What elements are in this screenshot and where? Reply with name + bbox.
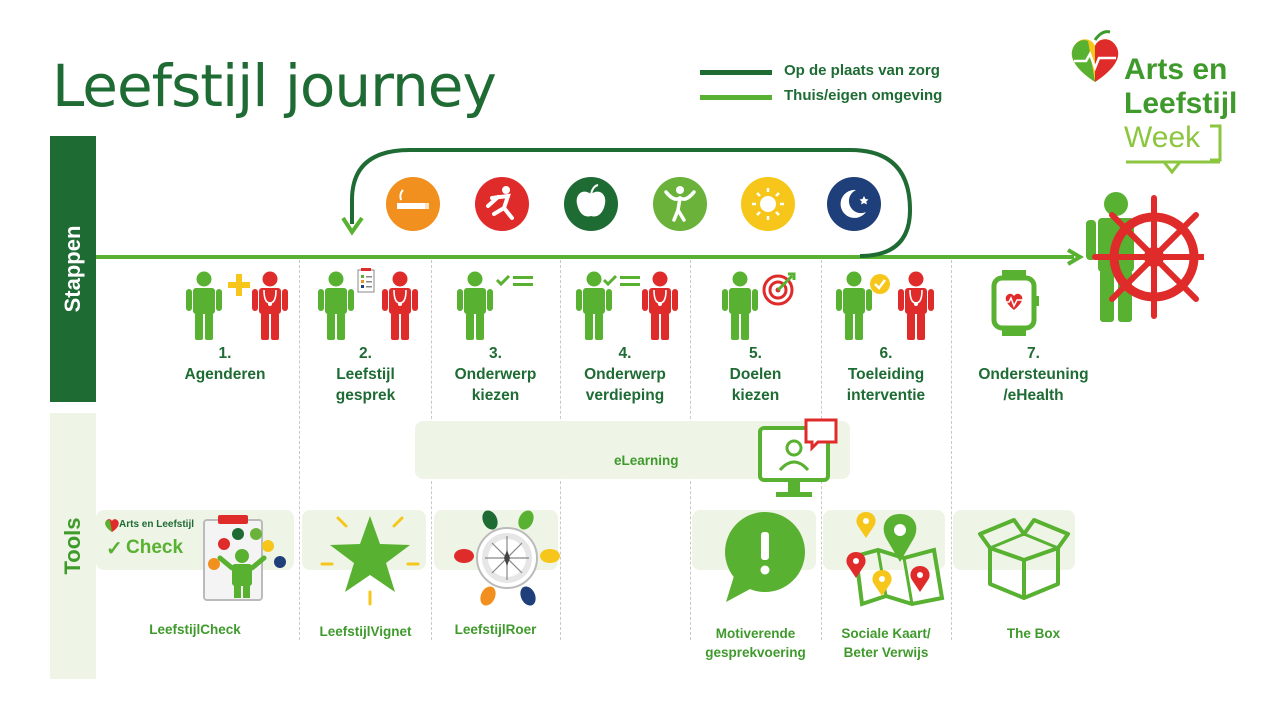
legend-line-care	[700, 70, 772, 75]
step-number: 1.	[218, 345, 232, 362]
logo-text-line2: Leefstijl	[1124, 87, 1238, 120]
theme-sleep-icon	[827, 177, 881, 231]
tool-label-line1: LeefstijlVignet	[319, 624, 412, 639]
step-number: 6.	[879, 345, 893, 362]
step-number: 4.	[618, 345, 632, 362]
tool-label-roer: LeefstijlRoer	[431, 622, 560, 637]
logo-underline	[1126, 160, 1220, 175]
page-title: Leefstijl journey	[52, 52, 497, 120]
tool-label-line1: Motiverende	[715, 626, 796, 641]
step1-people-icon	[186, 270, 289, 341]
step-title-line2: kiezen	[471, 387, 520, 404]
theme-exercise-icon	[475, 177, 529, 231]
step-title-line2: kiezen	[731, 387, 780, 404]
step-number: 7.	[1027, 345, 1040, 362]
step3-person-check-icon	[457, 271, 533, 340]
logo-speech-bracket	[1210, 124, 1222, 162]
clipboard-juggler-icon	[203, 515, 286, 601]
tool-label-check: LeefstijlCheck	[96, 622, 294, 637]
logo-text-line3: Week	[1124, 121, 1201, 154]
step-title-line1: Onderwerp	[584, 366, 666, 383]
logo-text-line1: Arts en	[1124, 53, 1228, 86]
check-brand-text: Arts en Leefstijl	[119, 519, 195, 530]
step-title-line1: Doelen	[729, 366, 782, 383]
elearning-monitor-icon	[758, 418, 838, 497]
person-at-helm-icon	[1086, 192, 1204, 322]
tool-label-vignet: LeefstijlVignet	[300, 624, 431, 639]
tool-label-motiverende: Motiverende gesprekvoering	[690, 624, 821, 662]
step-title-line2: /eHealth	[1003, 387, 1064, 404]
step-title-line1: Onderwerp	[454, 366, 537, 383]
elearning-label: eLearning	[614, 453, 679, 468]
theme-smoking-icon	[386, 177, 440, 231]
check-label: Check	[126, 537, 184, 558]
check-brand-logo-icon	[105, 519, 119, 532]
step-title-line1: Toeleiding	[847, 366, 925, 383]
star-vignet-icon	[320, 516, 420, 606]
step-2-label: 2. Leefstijl gesprek	[300, 343, 431, 406]
step-title-line2: interventie	[846, 387, 926, 404]
legend-line-home	[700, 95, 772, 100]
tool-label-line1: LeefstijlCheck	[149, 622, 241, 637]
step-number: 3.	[489, 345, 502, 362]
tool-label-line1: Sociale Kaart/	[841, 626, 931, 641]
heart-apple-logo-icon	[1071, 30, 1119, 82]
open-box-icon	[978, 518, 1070, 600]
tool-label-line1: LeefstijlRoer	[454, 622, 537, 637]
step-4-label: 4. Onderwerp verdieping	[560, 343, 690, 406]
step-title-line2: verdieping	[585, 387, 665, 404]
step-title-line1: Leefstijl	[336, 366, 395, 383]
tool-label-line1: The Box	[1006, 626, 1061, 641]
step-1-label: 1. Agenderen	[155, 343, 295, 385]
step-title-line2: gesprek	[335, 387, 396, 404]
tool-bg-kaart	[823, 510, 945, 570]
step7-smartwatch-icon	[991, 270, 1039, 336]
step-7-label: 7. Ondersteuning /eHealth	[951, 343, 1116, 406]
step-title-line1: Agenderen	[184, 366, 266, 383]
step-number: 5.	[749, 345, 762, 362]
step5-person-target-icon	[722, 271, 796, 340]
step-5-label: 5. Doelen kiezen	[690, 343, 821, 406]
tool-label-kaart: Sociale Kaart/ Beter Verwijs	[821, 624, 951, 662]
tool-label-box: The Box	[951, 626, 1116, 641]
check-mark-icon: ✓	[106, 538, 123, 560]
step4-people-check-icon	[576, 270, 679, 341]
leefstijl-roer-compass-icon	[454, 510, 560, 606]
separator-1	[299, 260, 300, 640]
separator-6	[951, 260, 952, 640]
step-title-line1: Ondersteuning	[978, 366, 1089, 383]
steps-band: Stappen	[50, 136, 96, 402]
tool-label-line2: Beter Verwijs	[843, 645, 929, 660]
step2-people-icon	[318, 268, 419, 341]
tools-band: Tools	[50, 413, 96, 679]
step-number: 2.	[359, 345, 372, 362]
step-3-label: 3. Onderwerp kiezen	[431, 343, 560, 406]
map-pins-icon	[846, 512, 945, 607]
exclamation-speech-bubble-icon	[725, 512, 805, 602]
step-6-label: 6. Toeleiding interventie	[821, 343, 951, 406]
step6-people-check-icon	[836, 270, 935, 341]
theme-apple-icon	[564, 177, 618, 231]
legend-label-care: Op de plaats van zorg	[784, 62, 940, 79]
logo: Arts en Leefstijl Week	[1066, 24, 1266, 184]
tool-label-line2: gesprekvoering	[705, 645, 806, 660]
legend-label-home: Thuis/eigen omgeving	[784, 87, 943, 104]
theme-relax-icon	[653, 177, 707, 231]
theme-sun-icon	[741, 177, 795, 231]
